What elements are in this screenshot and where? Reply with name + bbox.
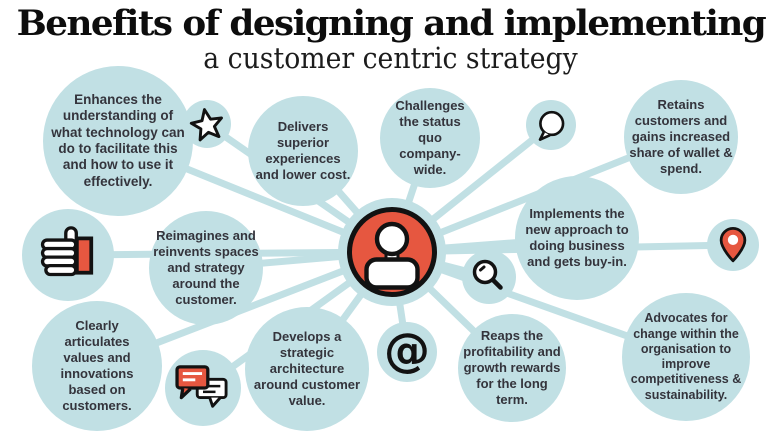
bubble-advocates-text: Advocates for change within the organisa…: [630, 311, 742, 402]
bubble-reaps: Reaps the profitability and growth rewar…: [458, 314, 566, 422]
bubble-enhances-text: Enhances the understanding of what techn…: [51, 91, 185, 189]
bubble-reimagines: Reimagines and reinvents spaces and stra…: [149, 211, 263, 325]
magnifier-icon: [472, 259, 503, 290]
bubble-challenges: Challenges the status quo company-wide.: [380, 88, 480, 188]
chat-bubble: [165, 350, 241, 426]
star-icon: [189, 108, 223, 142]
speech-bubble-icon: [538, 110, 565, 141]
bubble-delivers-text: Delivers superior experiences and lower …: [255, 119, 351, 182]
header: Benefits of designing and implementing a…: [0, 3, 781, 75]
bubble-retains-text: Retains customers and gains increased sh…: [629, 97, 733, 176]
chat-messages-icon: [175, 365, 228, 408]
bubble-challenges-text: Challenges the status quo company-wide.: [395, 98, 465, 177]
star-bubble: [183, 100, 231, 148]
location-pin-icon: [719, 226, 747, 263]
bubble-reimagines-text: Reimagines and reinvents spaces and stra…: [153, 228, 259, 307]
bubble-delivers: Delivers superior experiences and lower …: [248, 96, 358, 206]
speech-bubble: [526, 100, 576, 150]
bubble-enhances: Enhances the understanding of what techn…: [43, 66, 193, 216]
at-bubble: @: [377, 322, 437, 382]
bubble-implements: Implements the new approach to doing bus…: [515, 176, 639, 300]
bubble-retains: Retains customers and gains increased sh…: [624, 80, 738, 194]
bubble-implements-text: Implements the new approach to doing bus…: [525, 206, 629, 269]
person-icon: [347, 207, 437, 297]
page-title: Benefits of designing and implementing: [16, 3, 766, 44]
magnifier-bubble: [462, 250, 516, 304]
thumbs-up-bubble: [22, 209, 114, 301]
bubble-develops-text: Develops a strategic architecture around…: [253, 329, 361, 408]
center-person-bubble: [338, 198, 446, 306]
location-pin-bubble: [707, 219, 759, 271]
page-subtitle: a customer centric strategy: [203, 40, 578, 75]
bubble-reaps-text: Reaps the profitability and growth rewar…: [463, 328, 561, 407]
thumbs-up-icon: [40, 226, 94, 277]
at-symbol-icon: @: [384, 323, 430, 377]
bubble-develops: Develops a strategic architecture around…: [245, 307, 369, 431]
bubble-clearly: Clearly articulates values and innovatio…: [32, 301, 162, 431]
bubble-clearly-text: Clearly articulates values and innovatio…: [60, 318, 134, 413]
bubble-advocates: Advocates for change within the organisa…: [622, 293, 750, 421]
